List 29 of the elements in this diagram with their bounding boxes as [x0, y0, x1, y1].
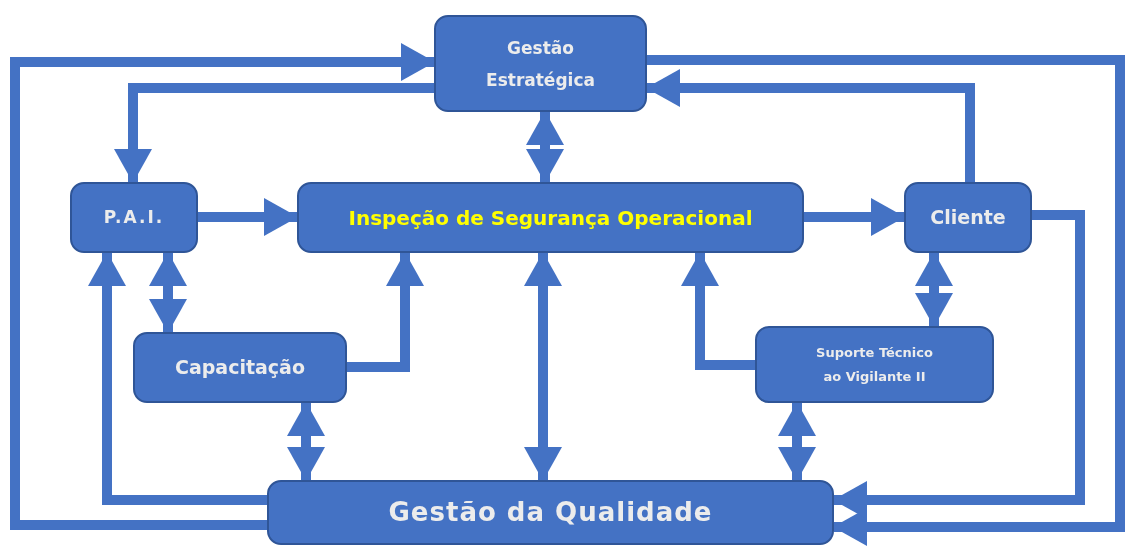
arrow — [149, 252, 187, 333]
arrow — [681, 252, 755, 370]
process-box — [133, 332, 347, 403]
process-box — [434, 15, 647, 112]
box-label: Inspeção de Segurança Operacional — [348, 204, 753, 232]
arrow — [915, 252, 953, 327]
arrow — [647, 55, 1125, 546]
box-label: Gestão Estratégica — [485, 36, 596, 92]
arrow — [287, 402, 325, 481]
arrow — [646, 69, 975, 182]
arrow — [526, 111, 564, 183]
arrow — [524, 252, 562, 481]
arrow — [198, 198, 298, 236]
box-label: Capacitação — [175, 355, 305, 381]
process-box — [755, 326, 994, 403]
box-label: P.A.I. — [103, 205, 165, 229]
process-box — [904, 182, 1032, 253]
box-label: Gestão da Qualidade — [388, 496, 713, 529]
process-box — [267, 480, 834, 545]
arrow — [347, 252, 424, 372]
box-label: Suporte Técnico ao Vigilante II — [815, 343, 934, 386]
process-box — [70, 182, 198, 253]
arrow — [114, 83, 434, 183]
process-box — [297, 182, 804, 253]
arrow — [88, 252, 267, 505]
arrow — [804, 198, 905, 236]
box-label: Cliente — [930, 205, 1006, 231]
arrow — [778, 402, 816, 481]
arrow — [10, 43, 435, 530]
